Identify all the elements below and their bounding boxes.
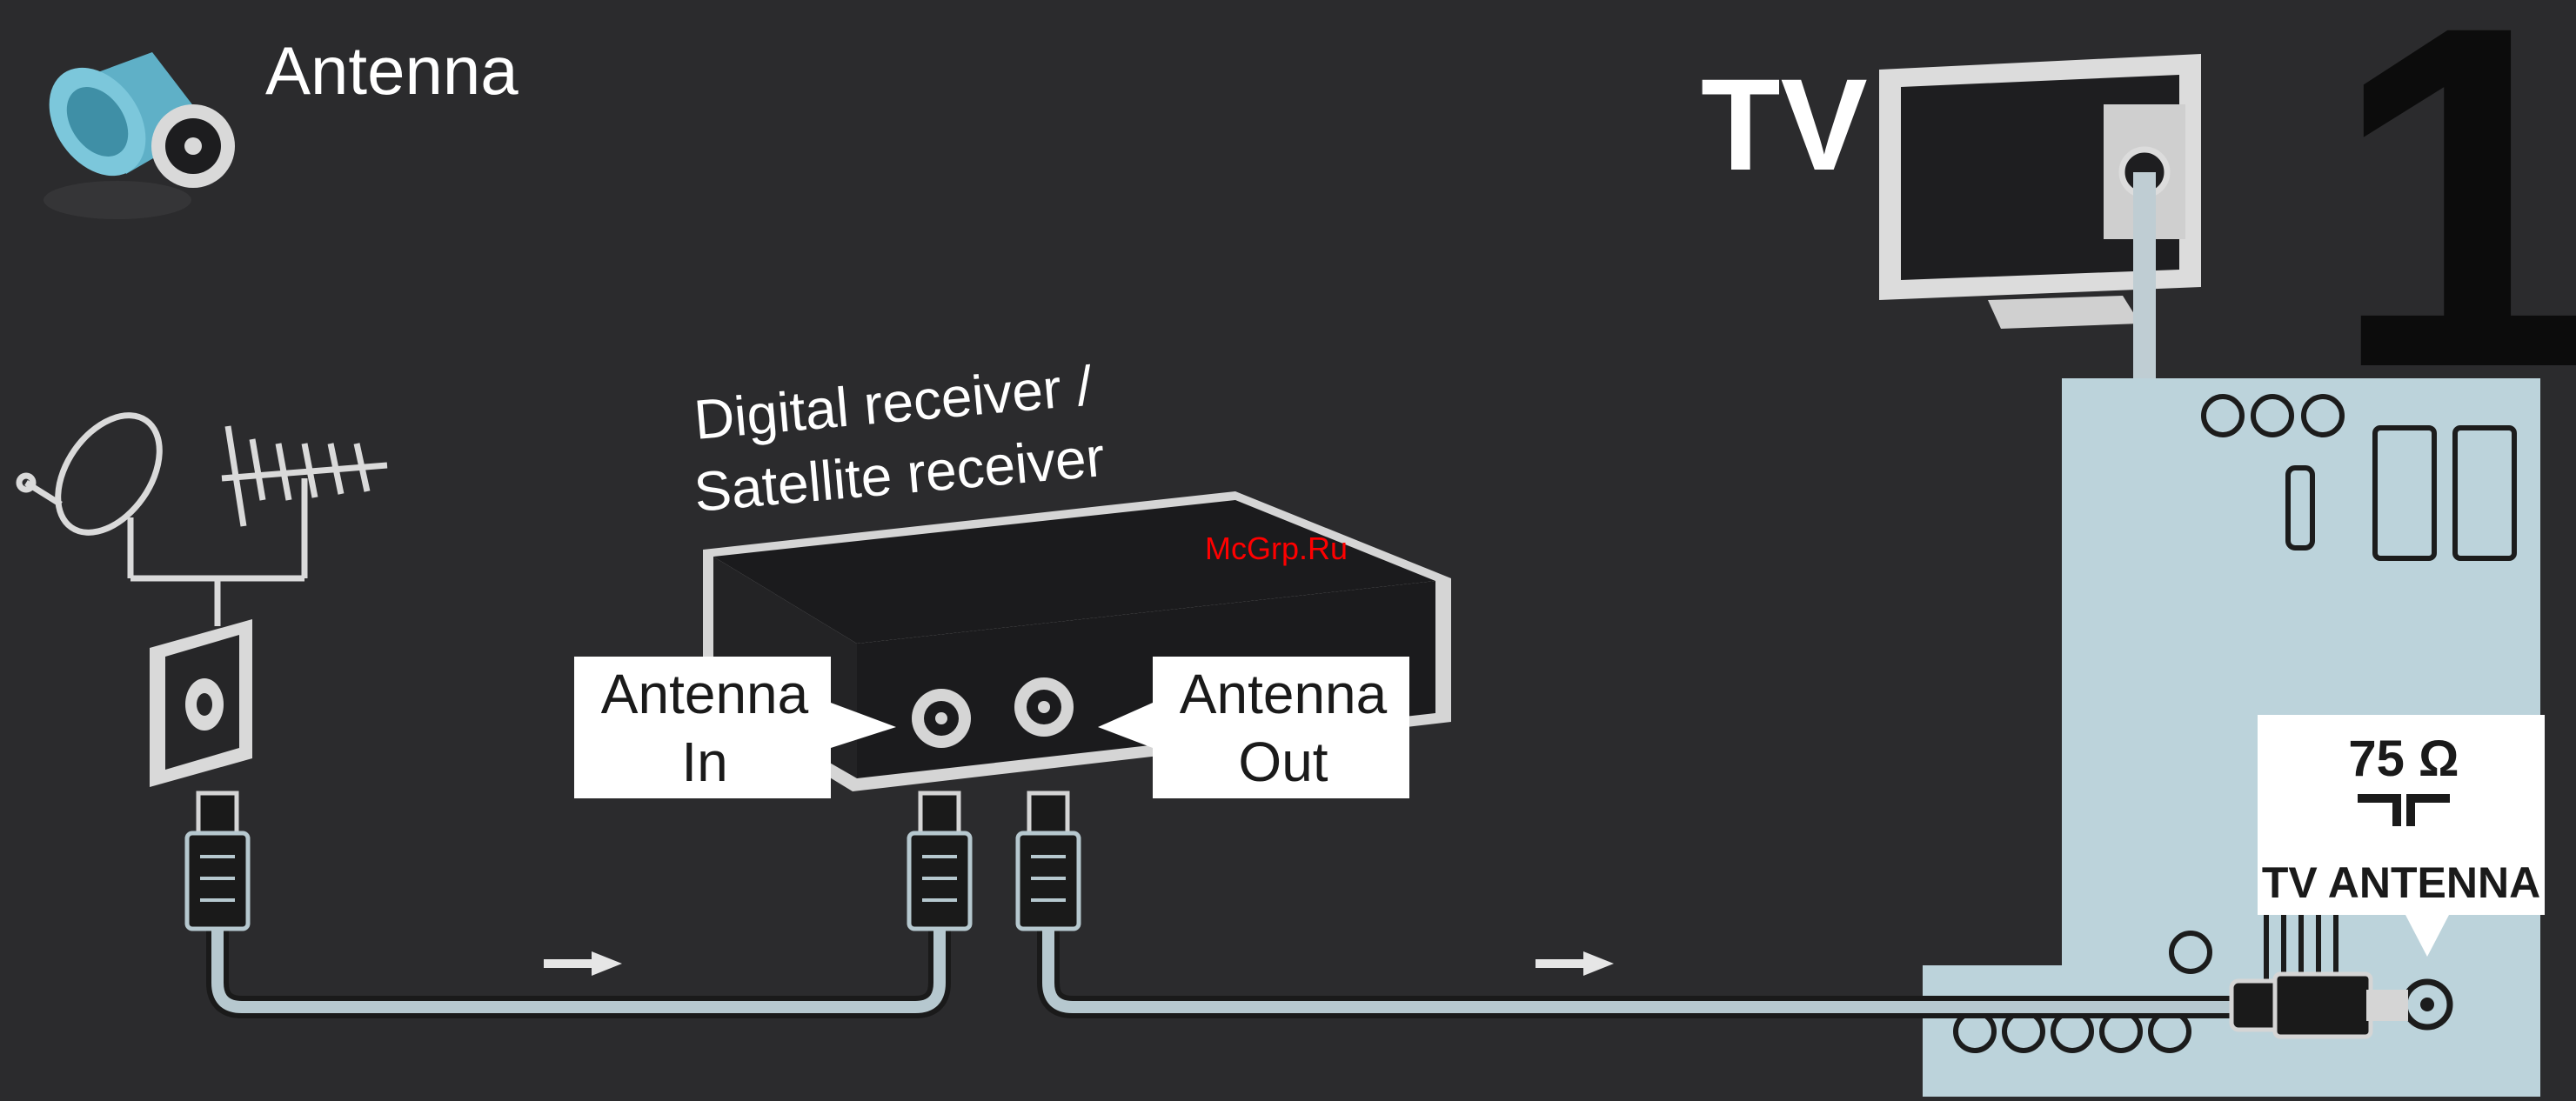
plug-antenna-in [909, 793, 970, 929]
antenna-in-line2: In [681, 731, 727, 793]
watermark: McGrp.Ru [1205, 530, 1348, 566]
arrow-right-icon [544, 951, 622, 976]
tv-icon [1879, 54, 2201, 390]
wall-socket-icon [150, 619, 252, 787]
port-label: TV ANTENNA [2262, 858, 2540, 907]
antenna-out-line2: Out [1238, 731, 1328, 793]
antenna-in-line1: Antenna [601, 663, 809, 725]
impedance-label: 75 Ω [2348, 731, 2459, 787]
plug-wall [187, 793, 248, 929]
arrow-right-icon [1536, 951, 1614, 976]
header-title: Antenna [265, 32, 519, 109]
plug-antenna-out [1018, 793, 1079, 929]
antenna-out-line1: Antenna [1180, 663, 1388, 725]
antenna-connector-icon [30, 50, 235, 219]
tv-label: TV [1701, 51, 1868, 197]
satellite-dish-icon [19, 397, 180, 578]
tv-aerial-icon [130, 426, 387, 626]
